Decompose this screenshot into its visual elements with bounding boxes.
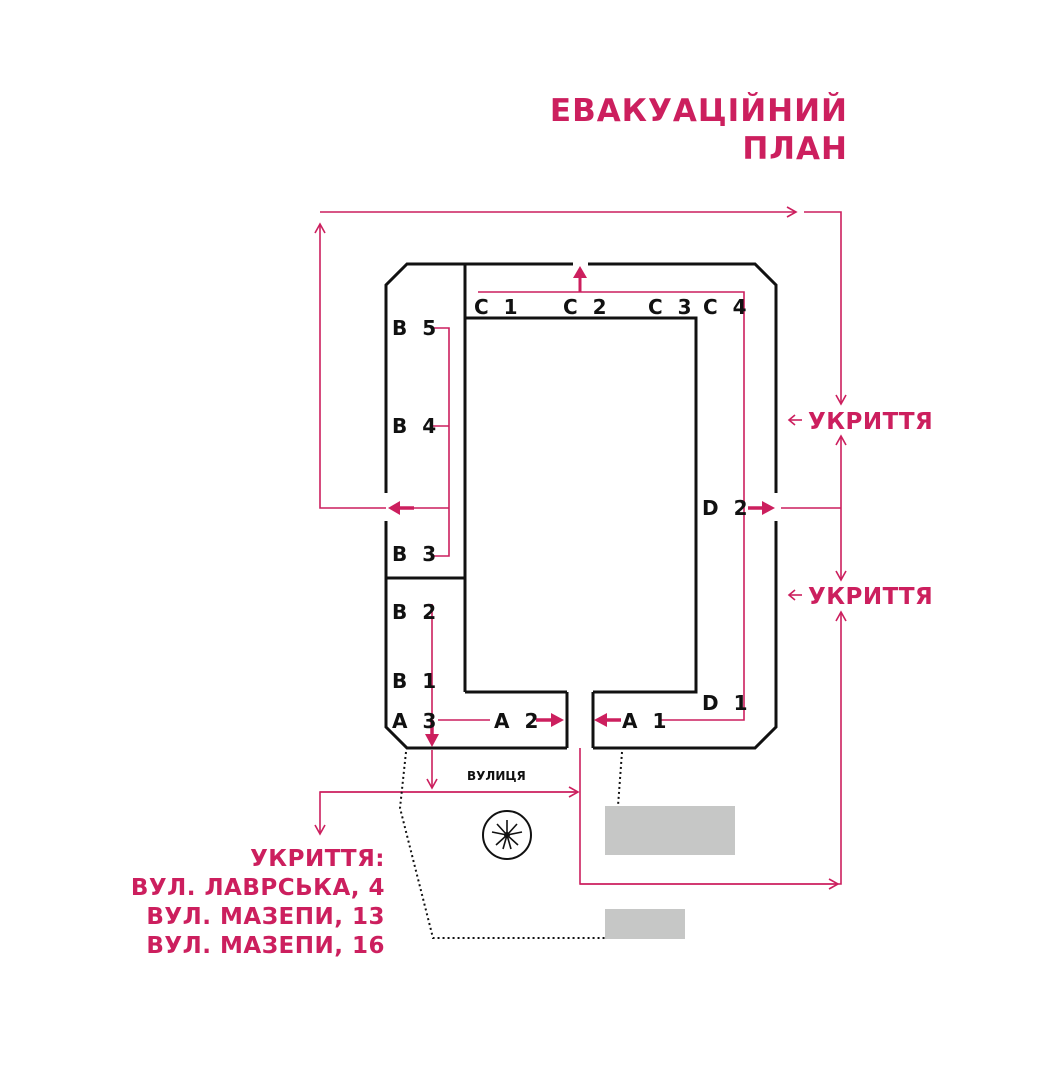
room-label-c2: C 2 bbox=[563, 295, 611, 319]
exit-arrow-north bbox=[573, 266, 587, 292]
exit-arrow-east bbox=[748, 501, 775, 515]
shelter-pointers bbox=[787, 414, 796, 601]
route-top-to-shelter bbox=[804, 211, 847, 406]
route-c-corridor bbox=[478, 291, 745, 721]
room-label-b5: B 5 bbox=[392, 316, 440, 340]
room-labels: C 1 C 2 C 3 C 4 B 5 B 4 B 3 B 2 B 1 A 3 … bbox=[392, 295, 751, 733]
exit-arrow-west bbox=[388, 501, 414, 515]
shelter-upper-arrowhead bbox=[787, 414, 796, 426]
exit-arrow-a3 bbox=[425, 720, 439, 747]
exit-arrow-a2 bbox=[536, 713, 564, 727]
title-line-1: ЕВАКУАЦІЙНИЙ bbox=[549, 93, 848, 129]
gray-block-large bbox=[605, 806, 735, 855]
route-b-corridor bbox=[410, 327, 450, 557]
shelter-label-lower: УКРИТТЯ bbox=[808, 584, 933, 610]
route-west-exit bbox=[314, 222, 386, 509]
room-label-c4: C 4 bbox=[703, 295, 751, 319]
evacuation-routes bbox=[314, 206, 847, 890]
building-walls bbox=[384, 262, 778, 750]
shelter-label-upper: УКРИТТЯ bbox=[808, 409, 933, 435]
dotted-link-left bbox=[398, 751, 605, 939]
shelter-lower-arrowhead bbox=[787, 589, 796, 601]
shelter-address-3: ВУЛ. МАЗЕПИ, 16 bbox=[146, 933, 385, 959]
shelter-address-2: ВУЛ. МАЗЕПИ, 13 bbox=[146, 904, 385, 930]
room-label-d2: D 2 bbox=[702, 496, 751, 520]
room-label-b1: B 1 bbox=[392, 669, 440, 693]
room-label-a2: A 2 bbox=[494, 709, 542, 733]
shelter-address-1: ВУЛ. ЛАВРСЬКА, 4 bbox=[130, 875, 385, 901]
route-street-west bbox=[314, 791, 578, 836]
room-label-c1: C 1 bbox=[474, 295, 522, 319]
gray-block-small bbox=[605, 909, 685, 939]
plan-title: ЕВАКУАЦІЙНИЙ ПЛАН bbox=[550, 92, 848, 168]
inner-courtyard-wall bbox=[465, 316, 698, 694]
room-label-b3: B 3 bbox=[392, 542, 440, 566]
street-label: ВУЛИЦЯ bbox=[467, 769, 526, 783]
room-label-a1: A 1 bbox=[622, 709, 670, 733]
exit-arrow-a1 bbox=[594, 713, 621, 727]
outer-wall bbox=[384, 262, 778, 750]
room-label-b2: B 2 bbox=[392, 600, 440, 624]
room-label-a3: A 3 bbox=[392, 709, 440, 733]
dotted-links bbox=[398, 751, 623, 939]
room-label-d1: D 1 bbox=[702, 691, 751, 715]
shelter-address-list: УКРИТТЯ: ВУЛ. ЛАВРСЬКА, 4 ВУЛ. МАЗЕПИ, 1… bbox=[131, 845, 385, 961]
shelter-list-heading: УКРИТТЯ: bbox=[250, 846, 385, 872]
title-line-2: ПЛАН bbox=[742, 131, 848, 167]
room-label-c3: C 3 bbox=[648, 295, 696, 319]
room-label-b4: B 4 bbox=[392, 414, 440, 438]
exit-arrows bbox=[388, 266, 775, 747]
compass-rose-icon bbox=[482, 810, 532, 860]
dotted-link-right bbox=[617, 751, 623, 807]
